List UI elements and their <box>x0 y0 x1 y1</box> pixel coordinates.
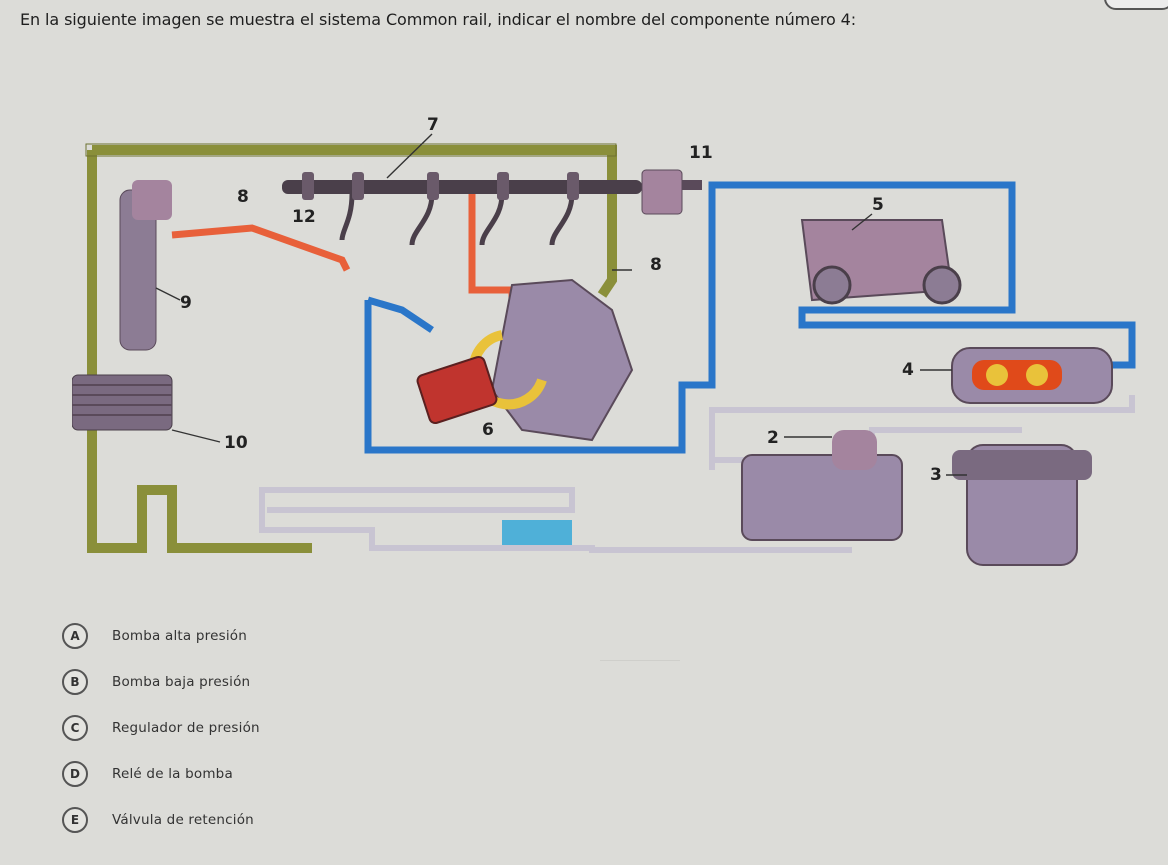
option-c[interactable]: C Regulador de presión <box>62 714 260 742</box>
option-a-badge[interactable]: A <box>62 623 88 649</box>
label-12: 12 <box>292 207 316 227</box>
label-2: 2 <box>767 428 779 448</box>
label-11: 11 <box>689 143 713 163</box>
low-pressure-line <box>364 181 1136 454</box>
page-tag <box>1104 0 1168 10</box>
common-rail-diagram: 7 11 8 12 5 8 9 4 6 2 10 3 <box>72 110 1152 580</box>
label-8-left: 8 <box>237 187 249 207</box>
option-d[interactable]: D Relé de la bomba <box>62 760 260 788</box>
return-line-frame <box>85 143 617 157</box>
pump-element <box>416 355 498 425</box>
rail-connector <box>682 180 702 190</box>
diagram-svg: 7 11 8 12 5 8 9 4 6 2 10 3 <box>72 115 1136 566</box>
injector-solenoid <box>132 180 172 220</box>
label-9: 9 <box>180 293 192 313</box>
leader-7 <box>386 133 433 179</box>
high-pressure-line-injector <box>171 224 351 272</box>
option-a[interactable]: A Bomba alta presión <box>62 622 260 650</box>
label-7: 7 <box>427 115 439 135</box>
option-d-text: Relé de la bomba <box>112 766 233 782</box>
label-5: 5 <box>872 195 884 215</box>
label-10: 10 <box>224 433 248 453</box>
divider <box>600 660 680 661</box>
common-rail <box>282 180 642 194</box>
return-line <box>87 150 312 553</box>
label-4: 4 <box>902 360 914 380</box>
option-d-badge[interactable]: D <box>62 761 88 787</box>
leader-5 <box>851 213 873 231</box>
option-c-text: Regulador de presión <box>112 720 260 736</box>
return-line-top <box>92 145 617 298</box>
high-pressure-line-pump <box>468 194 516 310</box>
answer-options: A Bomba alta presión B Bomba baja presió… <box>62 622 260 852</box>
option-e[interactable]: E Válvula de retención <box>62 806 260 834</box>
component-2 <box>741 454 903 541</box>
question-text: En la siguiente imagen se muestra el sis… <box>20 10 857 29</box>
rail-injector-pipes <box>339 193 575 246</box>
option-a-text: Bomba alta presión <box>112 628 248 644</box>
option-c-badge[interactable]: C <box>62 715 88 741</box>
label-8-right: 8 <box>650 255 662 275</box>
label-6: 6 <box>482 420 494 440</box>
fuel-tank-water <box>502 520 572 545</box>
option-e-text: Válvula de retención <box>112 812 254 828</box>
option-b-text: Bomba baja presión <box>112 674 251 690</box>
low-pressure-feed <box>367 296 434 333</box>
label-3: 3 <box>930 465 942 485</box>
leak-line-2 <box>709 395 1135 470</box>
option-b-badge[interactable]: B <box>62 669 88 695</box>
fuel-cooler <box>72 374 173 431</box>
rail-bosses <box>302 172 579 200</box>
high-pressure-pump <box>490 278 634 442</box>
leak-line <box>259 487 852 553</box>
option-e-badge[interactable]: E <box>62 807 88 833</box>
leader-9 <box>155 287 181 301</box>
leader-10 <box>171 429 221 443</box>
rail-pressure-sensor <box>641 169 683 215</box>
option-b[interactable]: B Bomba baja presión <box>62 668 260 696</box>
